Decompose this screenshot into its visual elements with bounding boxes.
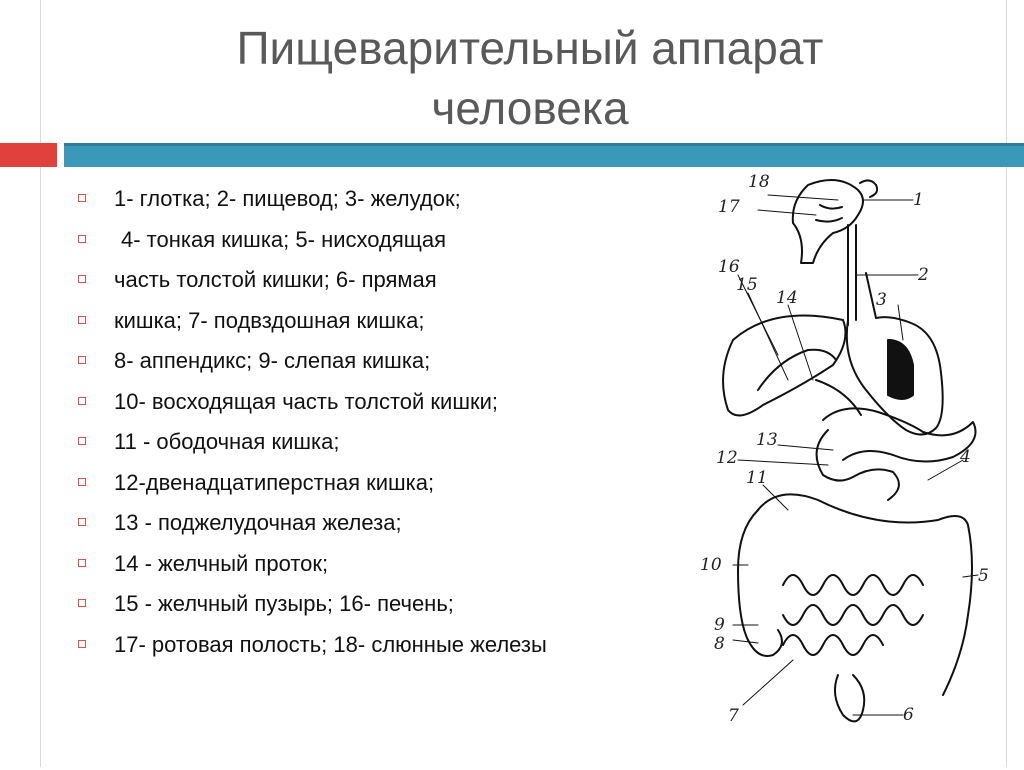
salivary-gland-shape [859,179,879,198]
square-bullet-icon [78,477,86,486]
esophagus-shape [847,224,857,326]
list-item-text: часть толстой кишки; 6- прямая [114,267,437,292]
list-item: 12-двенадцатиперстная кишка; [78,470,678,511]
list-item: 10- восходящая часть толстой кишки; [78,389,678,430]
frame-left-line [40,0,41,767]
digestive-system-drawing: 18 17 1 2 16 15 14 3 13 12 4 11 10 5 9 8… [700,172,989,726]
bile-duct-shape [815,379,862,416]
list-item-text: 4- тонкая кишка; 5- нисходящая [121,226,447,252]
label-4: 4 [959,447,971,467]
list-item: кишка; 7- подвздошная кишка; [78,308,678,349]
accent-bar-blue [64,143,1024,167]
square-bullet-icon [78,194,86,202]
list-item-text: 15 - желчный пузырь; 16- печень; [114,591,454,616]
list-item-text: 17- ротовая полость; 18- слюнные железы [114,631,547,657]
square-bullet-icon [78,599,86,607]
list-item-text: 8- аппендикс; 9- слепая кишка; [114,348,431,373]
frame-right-line [1006,0,1007,767]
square-bullet-icon [78,396,86,405]
label-13: 13 [756,430,778,450]
duodenum-shape [815,429,900,501]
stomach-fill [887,339,914,400]
label-12: 12 [716,448,738,468]
ascending-colon-shape [737,509,759,641]
stomach-shape [845,272,944,436]
square-bullet-icon [78,234,86,243]
digestive-system-illustration: 18 17 1 2 16 15 14 3 13 12 4 11 10 5 9 8… [688,165,1008,765]
list-item-text: 11 - ободочная кишка; [114,429,340,454]
small-intestine-loop-3 [782,634,884,656]
list-item-text: 1- глотка; 2- пищевод; 3- желудок; [114,186,461,211]
square-bullet-icon [78,558,86,567]
label-17: 17 [718,197,740,217]
label-5: 5 [978,566,989,586]
label-9: 9 [714,615,725,635]
label-10: 10 [700,555,722,575]
title-line-2: человека [431,82,629,134]
small-intestine-loop-1 [782,574,924,596]
list-item: 13 - поджелудочная железа; [78,510,678,551]
slide-title: Пищеварительный аппарат человека [120,18,940,138]
accent-bar-red [0,143,57,167]
label-16: 16 [718,257,740,277]
square-bullet-icon [78,639,86,648]
label-18: 18 [748,172,770,192]
list-item-text: 14 - желчный проток; [114,550,329,576]
square-bullet-icon [78,356,86,364]
list-item: 1- глотка; 2- пищевод; 3- желудок; [78,186,678,227]
list-item-text: 10- восходящая часть толстой кишки; [114,388,499,414]
list-item: 4- тонкая кишка; 5- нисходящая [78,227,678,268]
list-item: 14 - желчный проток; [78,551,678,592]
label-14: 14 [776,288,798,308]
list-item: 8- аппендикс; 9- слепая кишка; [78,348,678,389]
list-item: 15 - желчный пузырь; 16- печень; [78,591,678,632]
square-bullet-icon [78,437,86,445]
colon-shape [757,493,973,696]
accent-bar-blue-edge [64,143,1024,146]
square-bullet-icon [78,275,86,283]
title-line-1: Пищеварительный аппарат [236,22,824,74]
label-7: 7 [728,706,739,726]
list-item-text: 13 - поджелудочная железа; [114,510,402,535]
list-item: 11 - ободочная кишка; [78,429,678,470]
rectum-shape [833,674,866,723]
label-3: 3 [876,290,887,310]
label-1: 1 [913,190,924,210]
small-intestine-loop-2 [782,604,924,626]
figure-number-labels: 18 17 1 2 16 15 14 3 13 12 4 11 10 5 9 8… [700,172,989,726]
caecum-shape [747,629,783,657]
label-6: 6 [903,705,914,725]
mouth-cavity-shape [791,179,864,264]
label-8: 8 [714,634,725,654]
label-11: 11 [746,468,768,488]
square-bullet-icon [78,518,86,526]
list-item-text: 12-двенадцатиперстная кишка; [114,469,435,495]
label-2: 2 [917,265,929,285]
pancreas-shape [822,407,977,463]
list-item: часть толстой кишки; 6- прямая [78,267,678,308]
label-15: 15 [736,275,758,295]
list-item-text: кишка; 7- подвздошная кишка; [114,307,425,333]
gallbladder-shape [757,348,837,391]
list-item: 17- ротовая полость; 18- слюнные железы [78,632,678,673]
square-bullet-icon [78,315,86,324]
liver-shape [722,314,847,417]
legend-list: 1- глотка; 2- пищевод; 3- желудок; 4- то… [78,186,678,672]
tongue-lines [815,204,843,223]
